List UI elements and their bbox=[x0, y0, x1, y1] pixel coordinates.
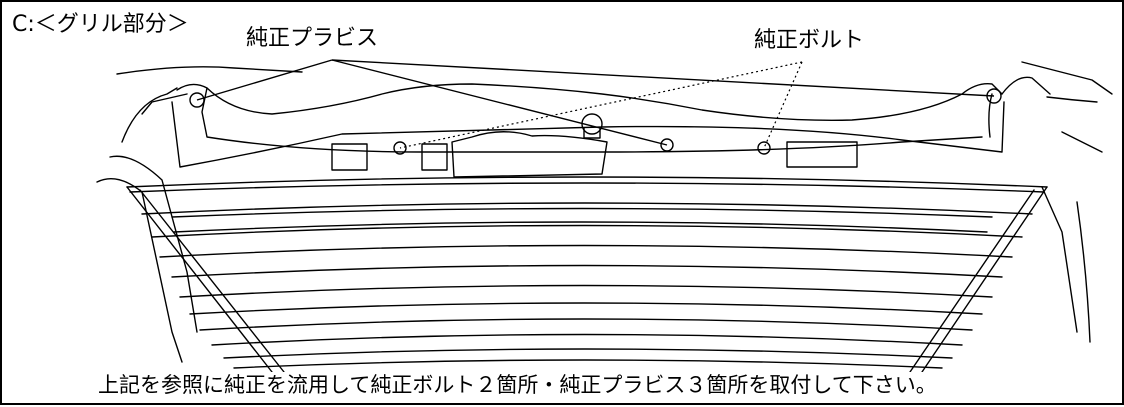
section-label: C:＜グリル部分＞ bbox=[12, 12, 189, 37]
callout-bolt: 純正ボルト bbox=[754, 28, 865, 53]
instruction-text: 上記を参照に純正を流用して純正ボルト２箇所・純正プラビス３箇所を取付して下さい。 bbox=[95, 372, 940, 398]
callout-plastic-clip: 純正プラビス bbox=[246, 26, 379, 51]
